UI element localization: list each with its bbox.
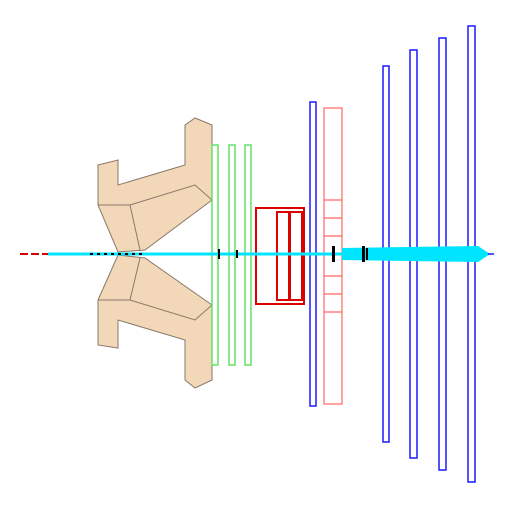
magnet-upper-yoke	[97, 117, 213, 253]
pink-detector-frame	[323, 107, 343, 405]
magnet-lower-inner-line	[129, 257, 141, 301]
red-module-outer	[255, 207, 305, 305]
beam-marker-4	[362, 246, 365, 262]
dipole-magnet	[97, 117, 213, 389]
magnet-lower-yoke	[97, 254, 213, 389]
magnet-upper-edge	[98, 184, 213, 206]
red-tracking-module	[255, 207, 305, 305]
red-module-inner-1	[276, 211, 290, 301]
beam-marker-3	[332, 246, 335, 262]
magnet-lower-edge	[98, 299, 213, 321]
beam-marker-2	[236, 250, 238, 258]
beam-marker-1	[218, 249, 220, 259]
beamline	[20, 246, 494, 262]
red-module-inner-2	[289, 211, 303, 301]
magnet-upper-inner-line	[129, 204, 141, 251]
beam-pipe-downstream-section	[342, 246, 490, 262]
beam-marker-5	[366, 248, 368, 260]
